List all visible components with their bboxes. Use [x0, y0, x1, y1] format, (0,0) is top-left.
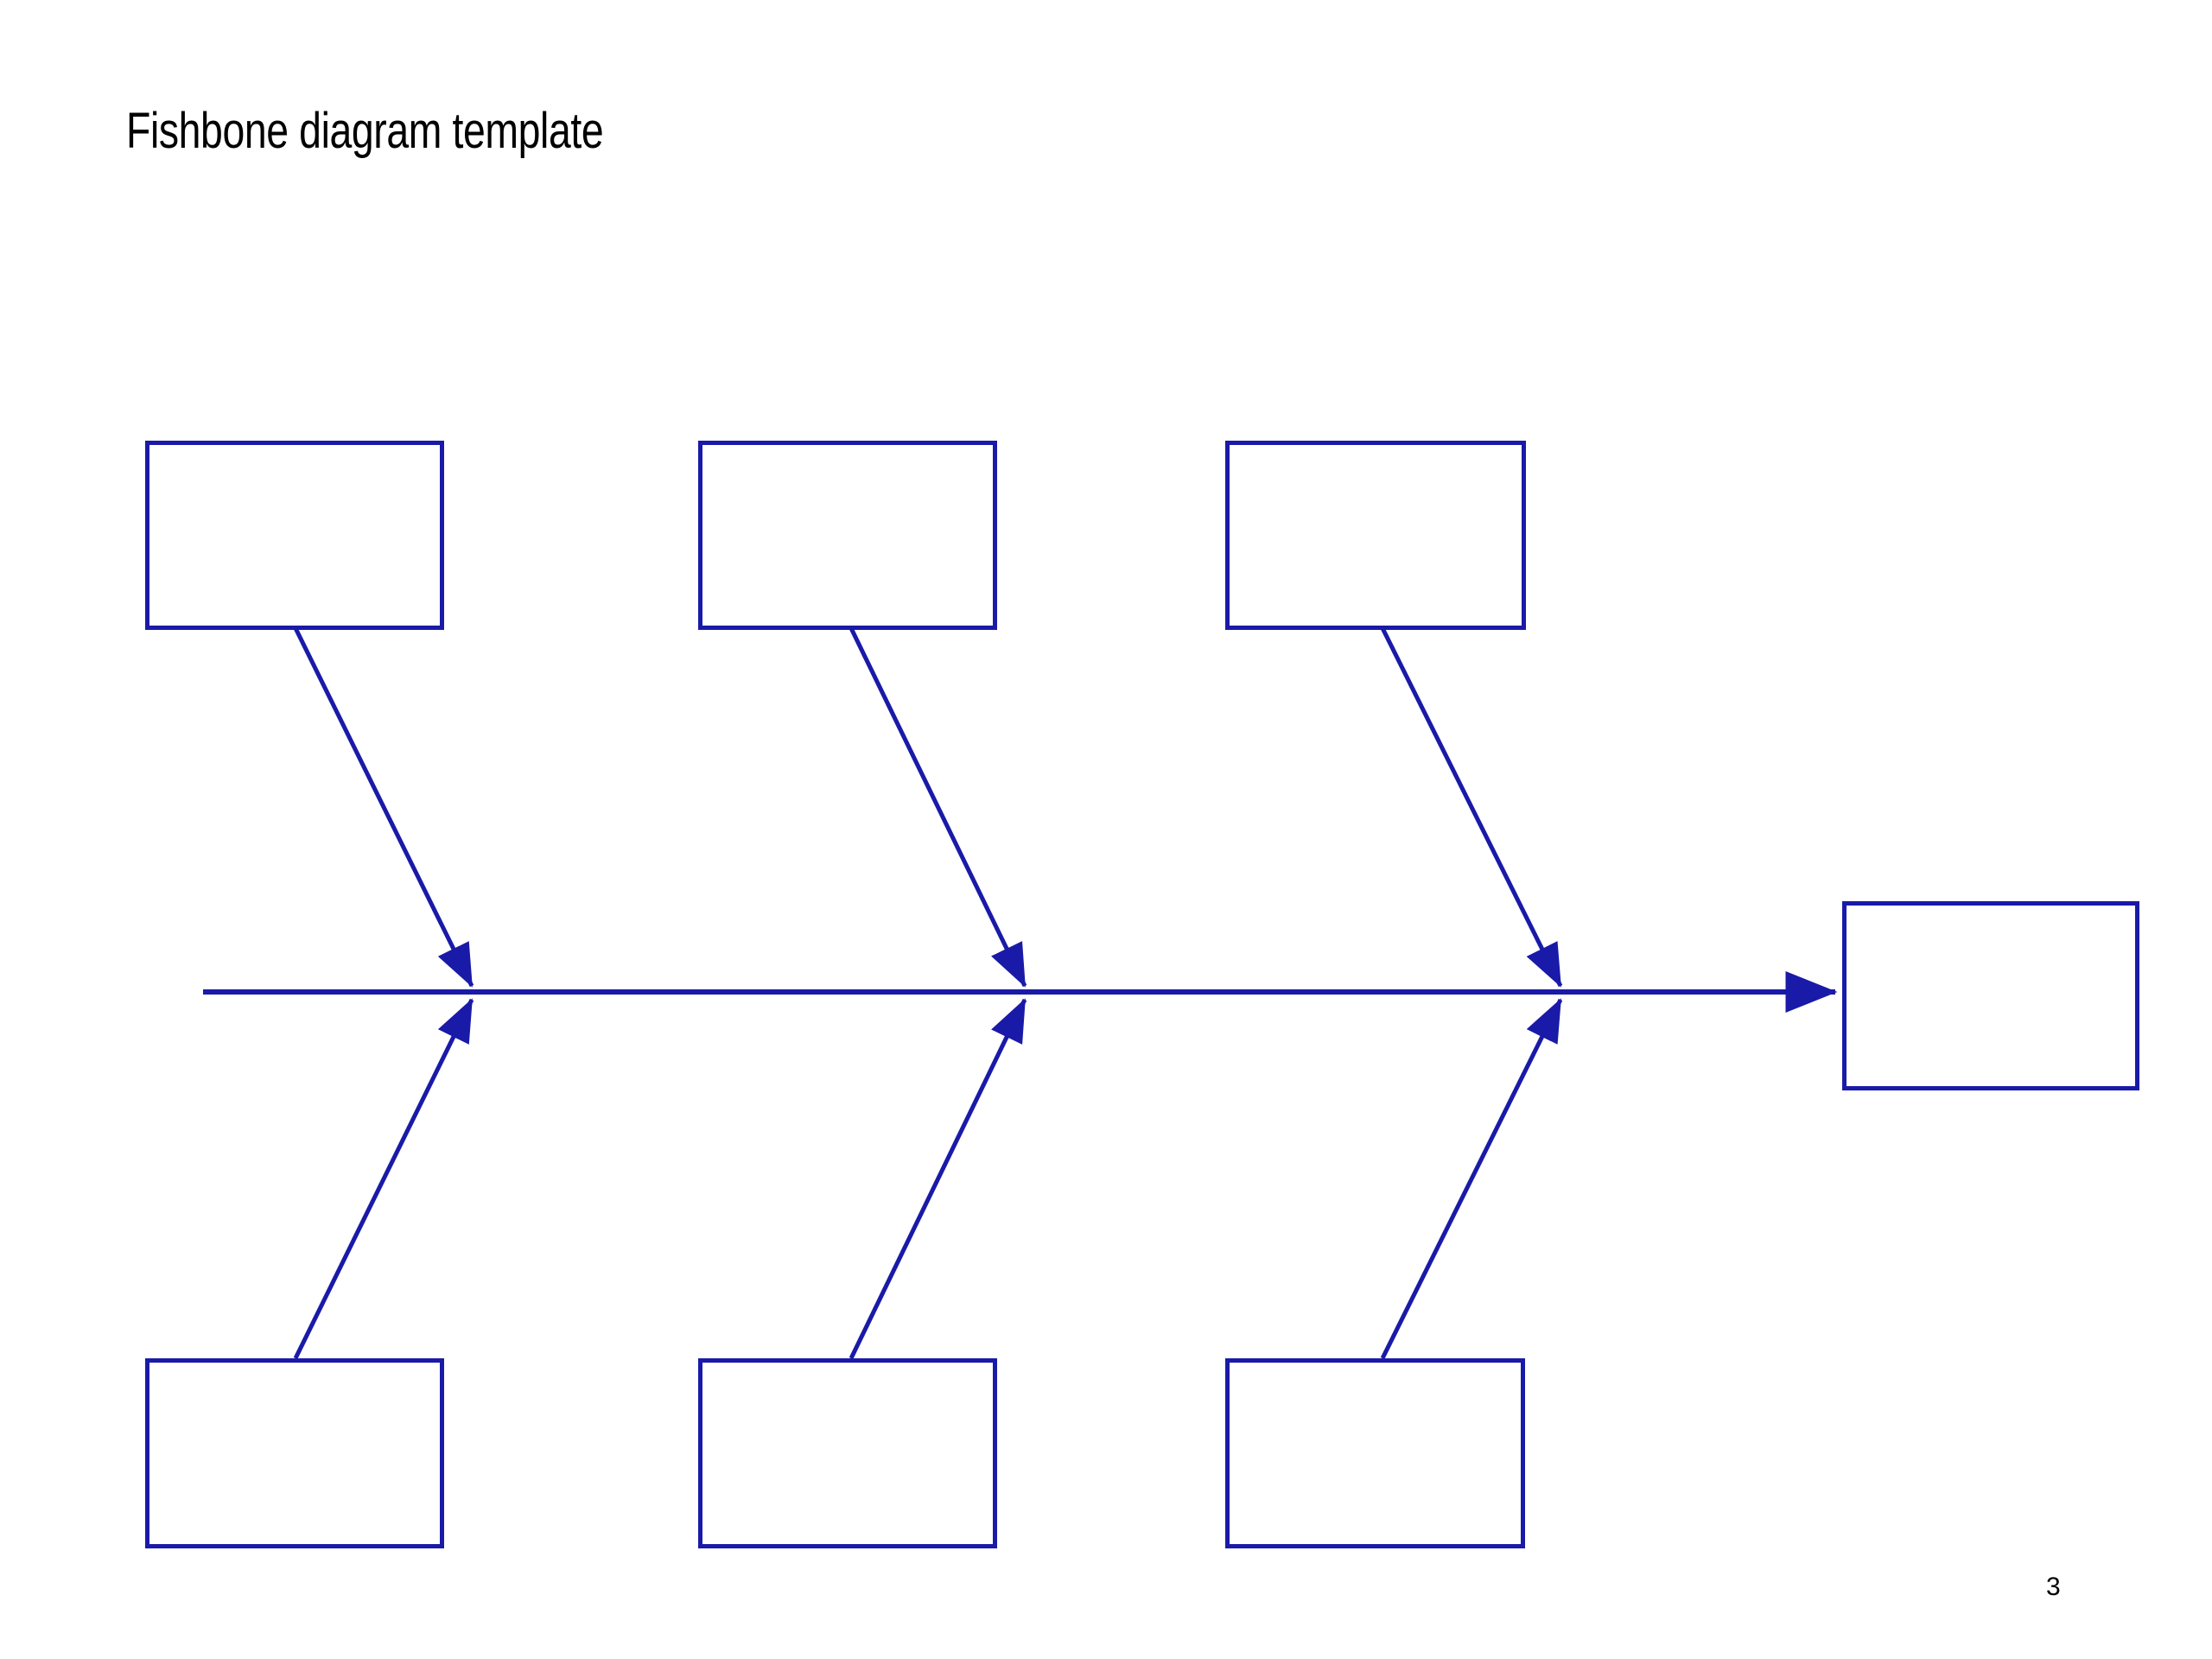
cause-box-top-right[interactable] — [1225, 441, 1526, 630]
bone-line-bottom-left — [293, 998, 474, 1360]
bone-line-top-left — [293, 626, 474, 988]
cause-box-top-middle[interactable] — [698, 441, 997, 630]
bone-line-bottom-right — [1380, 998, 1563, 1360]
cause-box-top-left[interactable] — [145, 441, 444, 630]
effect-box[interactable] — [1842, 901, 2139, 1090]
bone-line-top-middle — [849, 626, 1027, 988]
bone-line-bottom-middle — [849, 998, 1027, 1360]
cause-box-bottom-left[interactable] — [145, 1358, 444, 1548]
cause-box-bottom-right[interactable] — [1225, 1358, 1525, 1548]
page-title: Fishbone diagram template — [126, 103, 604, 159]
page-number: 3 — [2046, 1573, 2061, 1601]
bone-line-top-right — [1380, 626, 1563, 988]
cause-box-bottom-middle[interactable] — [698, 1358, 997, 1548]
